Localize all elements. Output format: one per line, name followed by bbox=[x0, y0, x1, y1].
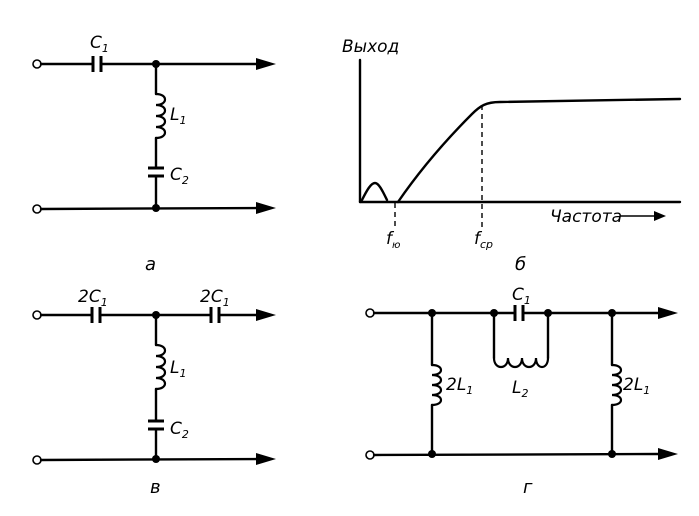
label-l1: L1 bbox=[170, 105, 186, 127]
circuit-a: C1 L1 C2 а bbox=[32, 33, 276, 275]
inductor-l2 bbox=[492, 311, 550, 369]
caption-v: в bbox=[150, 477, 161, 498]
label-c1: C1 bbox=[512, 285, 531, 307]
output-arrow-top bbox=[256, 58, 276, 70]
output-arrow-bottom bbox=[658, 448, 678, 460]
label-2l1-right: 2L1 bbox=[623, 375, 650, 397]
circuit-g: C1 L2 2L1 2L1 г bbox=[365, 285, 678, 498]
y-axis-label: Выход bbox=[342, 37, 399, 57]
caption-a: а bbox=[145, 254, 156, 275]
inductor-l1 bbox=[154, 343, 167, 391]
bottom-junction-node bbox=[152, 455, 160, 463]
frequency-response-graph: Выход Частота fю fср б bbox=[342, 37, 682, 275]
label-l2: L2 bbox=[512, 378, 528, 400]
bottom-junction-node-right bbox=[608, 450, 616, 458]
inductor-l1 bbox=[154, 92, 167, 140]
x-axis-label: Частота bbox=[550, 207, 622, 227]
caption-g: г bbox=[523, 477, 533, 498]
label-l1: L1 bbox=[170, 358, 186, 380]
inductor-2l1-right bbox=[610, 363, 623, 407]
output-arrow-bottom bbox=[256, 453, 276, 465]
bottom-junction-node bbox=[152, 204, 160, 212]
label-2l1-left: 2L1 bbox=[446, 375, 473, 397]
output-arrow-top bbox=[256, 309, 276, 321]
label-c2: C2 bbox=[170, 419, 189, 441]
x-axis-label-arrowhead bbox=[654, 211, 666, 221]
inductor-2l1-left bbox=[430, 363, 443, 407]
label-2c1-right: 2C1 bbox=[200, 287, 230, 309]
bottom-junction-node-left bbox=[428, 450, 436, 458]
label-2c1-left: 2C1 bbox=[78, 287, 108, 309]
label-f-cutoff: fср bbox=[474, 229, 493, 251]
label-c2: C2 bbox=[170, 165, 189, 187]
response-curve bbox=[360, 97, 682, 204]
label-c1: C1 bbox=[90, 33, 109, 55]
circuit-v: 2C1 2C1 L1 C2 в bbox=[32, 287, 276, 498]
caption-b: б bbox=[515, 254, 526, 275]
label-f-infinity: fю bbox=[386, 229, 400, 251]
output-arrow-top bbox=[658, 307, 678, 319]
output-arrow-bottom bbox=[256, 202, 276, 214]
